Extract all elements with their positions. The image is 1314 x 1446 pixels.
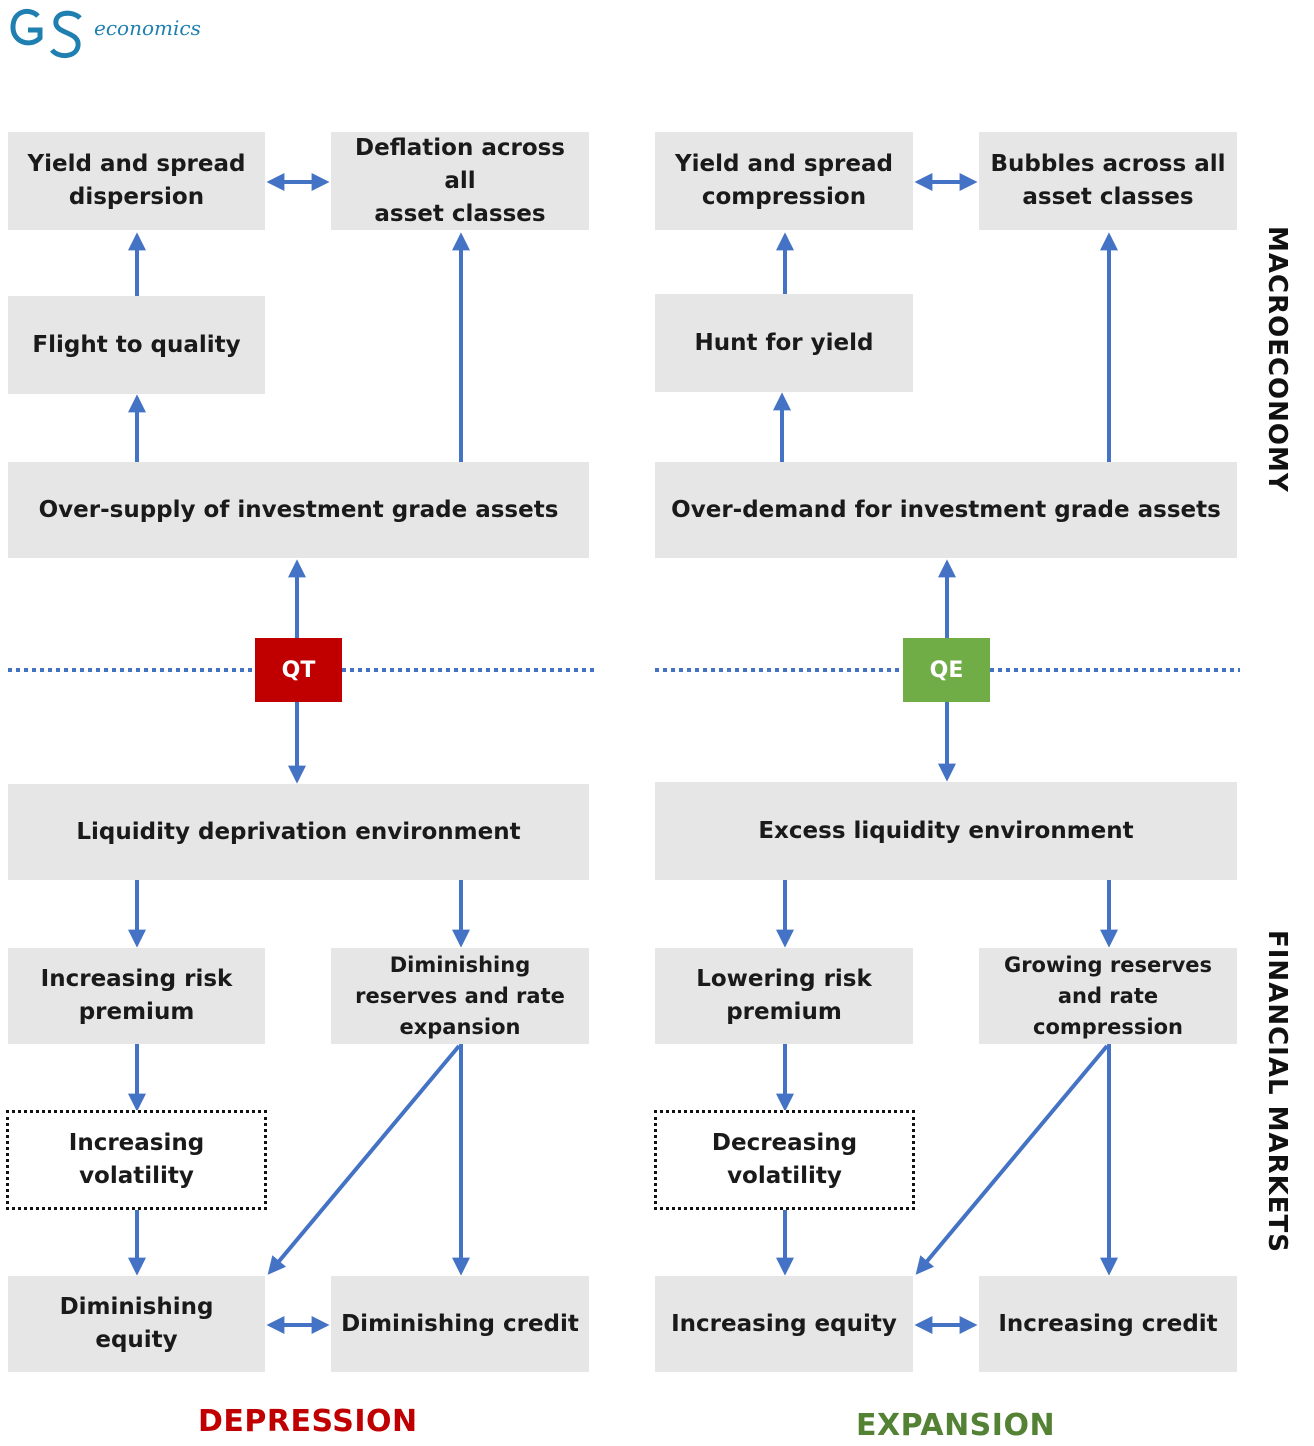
right-excess-liquidity-label: Excess liquidity environment bbox=[758, 817, 1134, 844]
left-liquidity-deprivation-label: Liquidity deprivation environment bbox=[76, 818, 521, 845]
right-risk-premium-label: Lowering risk premium bbox=[696, 966, 872, 1025]
left-flight-to-quality-label: Flight to quality bbox=[32, 331, 241, 358]
left-yield-dispersion-box: Yield and spread dispersion bbox=[8, 132, 265, 230]
right-bubbles-label: Bubbles across all asset classes bbox=[990, 151, 1226, 210]
left-deflation-box: Deflation across all asset classes bbox=[331, 132, 589, 230]
left-reserves-to-equity-arrow bbox=[267, 1044, 461, 1275]
left-over-supply-label: Over-supply of investment grade assets bbox=[38, 496, 559, 523]
gs-economics-logo: economics bbox=[8, 4, 208, 64]
qt-policy-badge: QT bbox=[255, 638, 342, 702]
right-bubbles-box: Bubbles across all asset classes bbox=[979, 132, 1237, 230]
right-risk-premium-box: Lowering risk premium bbox=[655, 948, 913, 1044]
right-credit-label: Increasing credit bbox=[998, 1310, 1218, 1337]
left-reserves-label: Diminishing reserves and rate expansion bbox=[355, 952, 565, 1039]
right-credit-box: Increasing credit bbox=[979, 1276, 1237, 1372]
right-equity-label: Increasing equity bbox=[671, 1310, 897, 1337]
qt-policy-label: QT bbox=[281, 657, 316, 683]
left-equity-label: Diminishing equity bbox=[59, 1294, 214, 1353]
left-flight-to-quality-box: Flight to quality bbox=[8, 296, 265, 394]
right-volatility-box: Decreasing volatility bbox=[654, 1110, 915, 1210]
right-yield-compression-label: Yield and spread compression bbox=[675, 151, 893, 210]
right-reserves-box: Growing reserves and rate compression bbox=[979, 948, 1237, 1044]
macroeconomy-side-label: MACROECONOMY bbox=[1262, 226, 1292, 493]
logo-wordmark: economics bbox=[94, 16, 201, 40]
right-excess-liquidity-box: Excess liquidity environment bbox=[655, 782, 1237, 880]
right-hunt-for-yield-box: Hunt for yield bbox=[655, 294, 913, 392]
expansion-label: EXPANSION bbox=[856, 1408, 1056, 1443]
left-volatility-box: Increasing volatility bbox=[6, 1110, 267, 1210]
right-volatility-label: Decreasing volatility bbox=[711, 1130, 858, 1189]
right-over-demand-label: Over-demand for investment grade assets bbox=[671, 496, 1221, 523]
financial-markets-side-label: FINANCIAL MARKETS bbox=[1262, 930, 1292, 1253]
left-equity-box: Diminishing equity bbox=[8, 1276, 265, 1372]
qe-policy-badge: QE bbox=[903, 638, 990, 702]
left-volatility-label: Increasing volatility bbox=[68, 1130, 205, 1189]
left-credit-label: Diminishing credit bbox=[341, 1310, 579, 1337]
right-over-demand-box: Over-demand for investment grade assets bbox=[655, 462, 1237, 558]
left-over-supply-box: Over-supply of investment grade assets bbox=[8, 462, 589, 558]
left-risk-premium-label: Increasing risk premium bbox=[40, 966, 233, 1025]
right-hunt-for-yield-label: Hunt for yield bbox=[694, 329, 874, 356]
left-reserves-box: Diminishing reserves and rate expansion bbox=[331, 948, 589, 1044]
left-risk-premium-box: Increasing risk premium bbox=[8, 948, 265, 1044]
left-liquidity-deprivation-box: Liquidity deprivation environment bbox=[8, 784, 589, 880]
left-credit-box: Diminishing credit bbox=[331, 1276, 589, 1372]
left-yield-dispersion-label: Yield and spread dispersion bbox=[27, 151, 246, 210]
right-reserves-to-equity-arrow bbox=[915, 1044, 1109, 1275]
depression-label: DEPRESSION bbox=[198, 1404, 418, 1439]
left-deflation-label: Deflation across all asset classes bbox=[355, 134, 565, 227]
qe-policy-label: QE bbox=[929, 657, 964, 683]
right-yield-compression-box: Yield and spread compression bbox=[655, 132, 913, 230]
right-reserves-label: Growing reserves and rate compression bbox=[1003, 952, 1213, 1039]
gs-logo-mark bbox=[10, 8, 82, 58]
right-equity-box: Increasing equity bbox=[655, 1276, 913, 1372]
